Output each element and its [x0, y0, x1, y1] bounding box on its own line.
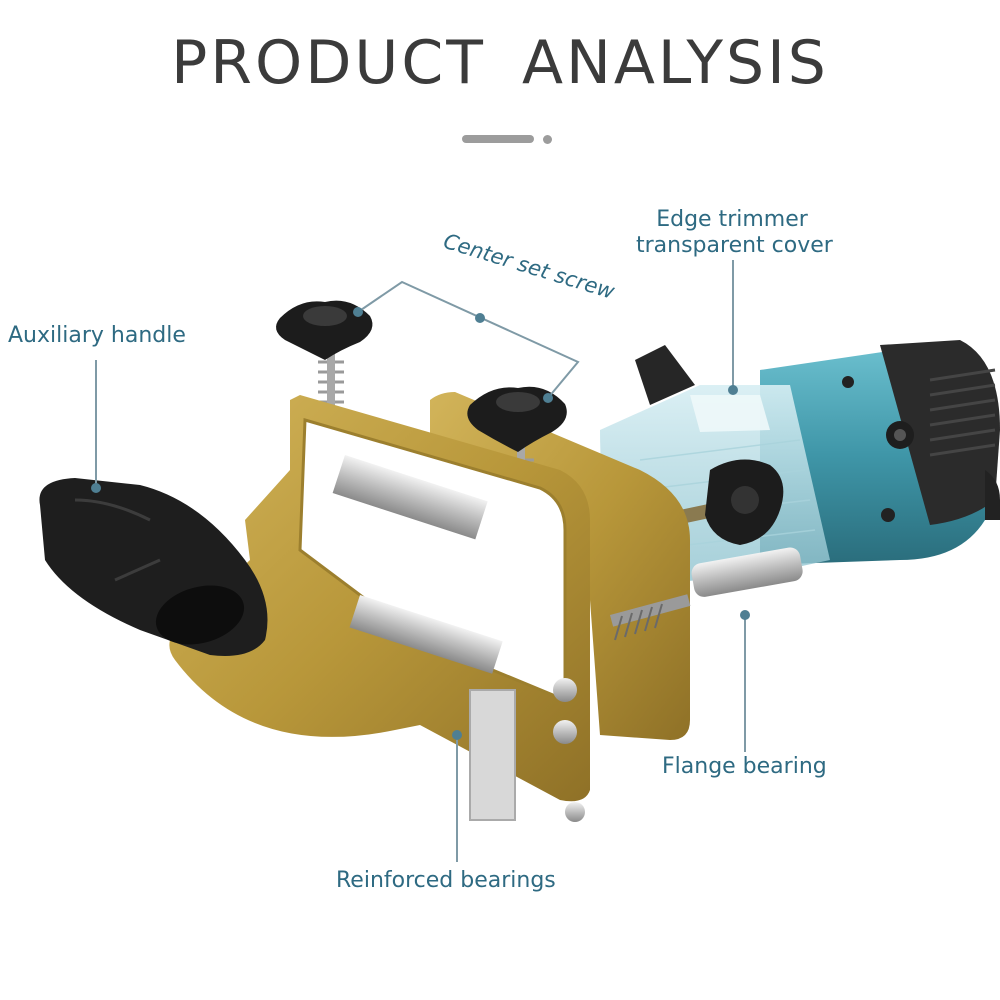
- label-edge-trimmer-cover: Edge trimmer transparent cover: [636, 207, 833, 259]
- title-divider-dot: [543, 135, 552, 144]
- label-edge-trimmer-line1: Edge trimmer: [656, 207, 808, 232]
- gold-base-bracket: [169, 395, 590, 822]
- label-edge-trimmer-line2: transparent cover: [636, 233, 833, 258]
- center-set-screws: [276, 300, 567, 515]
- lower-spring: [610, 594, 691, 641]
- label-auxiliary-handle: Auxiliary handle: [8, 323, 186, 348]
- label-reinforced-bearings: Reinforced bearings: [336, 868, 556, 893]
- title-divider-bar: [462, 135, 534, 143]
- label-flange-bearing: Flange bearing: [662, 754, 827, 779]
- page-title: PRODUCT ANALYSIS: [171, 28, 829, 98]
- auxiliary-handle-shape: [39, 478, 268, 656]
